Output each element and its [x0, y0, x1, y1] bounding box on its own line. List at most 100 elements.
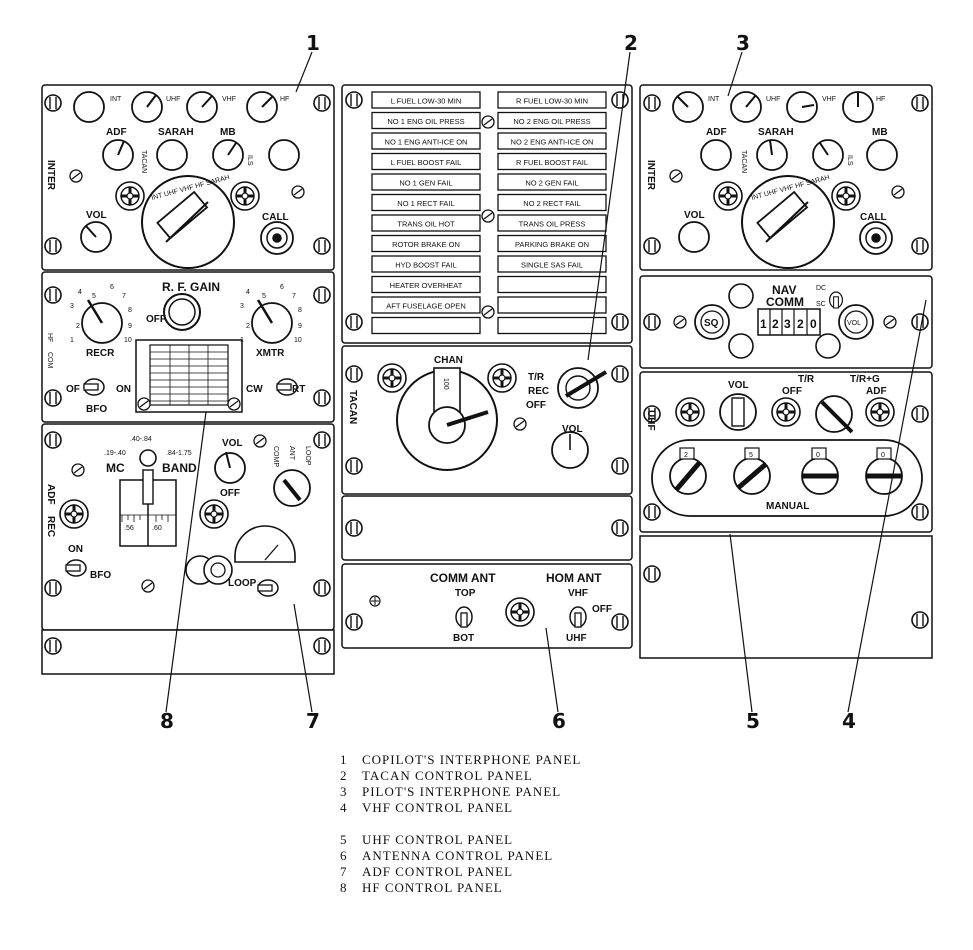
caution-lamp-label: NO 2 RECT FAIL — [523, 199, 580, 208]
label-sq: SQ — [704, 318, 719, 329]
label-scale-60: .60 — [152, 525, 162, 532]
label-inter: INTER — [45, 160, 56, 191]
caution-lamp-left-10 — [371, 275, 481, 294]
caution-lamp-left-9 — [371, 255, 481, 273]
label-vhf: VHF — [222, 96, 236, 103]
label-off: OFF — [220, 488, 240, 499]
blank-panel-center — [341, 495, 633, 561]
label-uhf: UHF — [166, 96, 180, 103]
svg-text:3: 3 — [240, 303, 244, 310]
label-rec: REC — [45, 516, 56, 537]
svg-text:1: 1 — [70, 337, 74, 344]
label-vol: VOL — [728, 380, 749, 391]
caution-lamp-label: TRANS OIL PRESS — [519, 220, 586, 229]
label-hom-ant: HOM ANT — [546, 571, 602, 585]
label-band-1: .19-.40 — [104, 450, 126, 457]
copilot-interphone-panel: INT UHF VHF HF ADF SARAH MB TACAN ILS IN… — [41, 84, 335, 271]
antenna-control-panel: COMM ANT HOM ANT TOP BOT VHF UHF OFF — [341, 563, 633, 649]
caution-lamp-right-10 — [497, 275, 607, 294]
caution-lamp-left-1 — [371, 91, 481, 109]
label-inter: INTER — [645, 160, 656, 191]
caution-lamp-label: R FUEL BOOST FAIL — [516, 158, 588, 167]
caution-lamp-right-7 — [497, 214, 607, 232]
legend-number: 5 — [340, 832, 348, 847]
label-sc: SC — [816, 301, 826, 308]
caution-lamp-left-8 — [371, 234, 481, 253]
label-xmtr: XMTR — [256, 348, 285, 359]
label-vol: VOL — [562, 424, 583, 435]
label-chan: CHAN — [434, 355, 463, 366]
label-vhf: VHF — [568, 588, 588, 599]
label-adf: ADF — [45, 484, 56, 505]
label-nav: NAV — [772, 283, 796, 297]
callout-4: 4 — [842, 709, 856, 733]
legend-number: 4 — [340, 800, 348, 815]
label-cw: CW — [246, 384, 263, 395]
caution-lamp-right-2 — [497, 111, 607, 130]
svg-text:2: 2 — [246, 323, 250, 330]
caution-lamp-label: NO 2 ENG OIL PRESS — [513, 117, 590, 126]
label-vol: VOL — [684, 210, 705, 221]
uhf-digit-4: 0 — [881, 452, 885, 459]
caution-lamp-right-11 — [497, 296, 607, 314]
label-rec: REC — [528, 386, 549, 397]
caution-lamp-label: NO 1 ENG ANTI-ICE ON — [385, 138, 468, 147]
label-off: OFF — [592, 604, 612, 615]
vhf-freq-digit-1: 1 — [760, 317, 767, 331]
caution-lamp-right-6 — [497, 193, 607, 212]
caution-lamp-label: ROTOR BRAKE ON — [392, 240, 460, 249]
caution-lamp-label: NO 1 GEN FAIL — [399, 179, 452, 188]
callout-7: 7 — [306, 709, 320, 733]
svg-text:5: 5 — [92, 293, 96, 300]
callouts: 1 2 3 4 5 6 7 8 — [160, 31, 927, 733]
pilot-interphone-panel: INT UHF VHF HF ADF SARAH MB TACAN ILS IN… — [639, 84, 933, 271]
label-ils: ILS — [246, 155, 253, 166]
label-int: INT — [708, 96, 720, 103]
vhf-freq-digit-4: 2 — [797, 317, 804, 331]
label-vhf: VHF — [822, 96, 836, 103]
callout-5: 5 — [746, 709, 760, 733]
label-adf: ADF — [706, 127, 727, 138]
caution-lamp-label: L FUEL BOOST FAIL — [391, 158, 462, 167]
caution-lamp-right-9 — [497, 255, 607, 273]
label-vol: VOL — [86, 210, 107, 221]
legend-number: 8 — [340, 880, 348, 895]
callout-3: 3 — [736, 31, 750, 55]
caution-lamp-label: R FUEL LOW-30 MIN — [516, 97, 588, 106]
label-tacan: TACAN — [140, 150, 147, 173]
label-rf-off: OFF — [146, 314, 166, 325]
label-band-2: .40-.84 — [130, 436, 152, 443]
legend-text: ANTENNA CONTROL PANEL — [362, 848, 554, 863]
legend-text: COPILOT'S INTERPHONE PANEL — [362, 752, 582, 767]
label-bfo: BFO — [86, 404, 107, 415]
label-ant: ANT — [288, 446, 295, 461]
label-scale-56: .56 — [124, 525, 134, 532]
caution-lamp-left-2 — [371, 111, 481, 130]
label-mb: MB — [872, 127, 888, 138]
legend-text: ADF CONTROL PANEL — [362, 864, 514, 879]
legend-gap — [318, 816, 678, 832]
label-adf-on: ON — [68, 544, 83, 555]
caution-lamp-label: AFT FUSELAGE OPEN — [386, 302, 465, 311]
callout-6: 6 — [552, 709, 566, 733]
caution-lamp-label: NO 2 ENG ANTI-ICE ON — [511, 138, 594, 147]
label-band-3: .84-1.75 — [166, 450, 192, 457]
legend-number: 3 — [340, 784, 348, 799]
vhf-freq-digit-3: 3 — [784, 317, 791, 331]
label-manual: MANUAL — [766, 501, 809, 512]
label-adf: ADF — [106, 127, 127, 138]
svg-text:1: 1 — [240, 337, 244, 344]
label-sarah: SARAH — [758, 127, 794, 138]
caution-lamp-right-3 — [497, 132, 607, 150]
label-adf: ADF — [866, 386, 887, 397]
label-band: BAND — [162, 461, 197, 475]
svg-text:9: 9 — [128, 323, 132, 330]
label-bot: BOT — [453, 633, 474, 644]
label-call: CALL — [262, 212, 289, 223]
legend-text: VHF CONTROL PANEL — [362, 800, 514, 815]
adf-control-panel: ADF REC MC BAND .19-.40 .40-.84 .84-1.75… — [41, 423, 335, 675]
